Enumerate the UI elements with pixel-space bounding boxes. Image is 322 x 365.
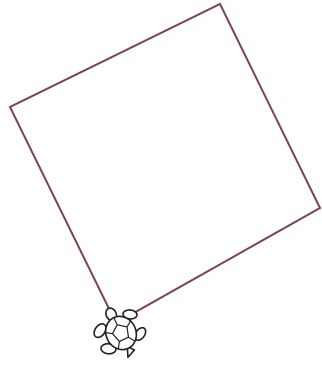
canvas-background xyxy=(0,0,322,365)
turtle-canvas xyxy=(0,0,322,365)
